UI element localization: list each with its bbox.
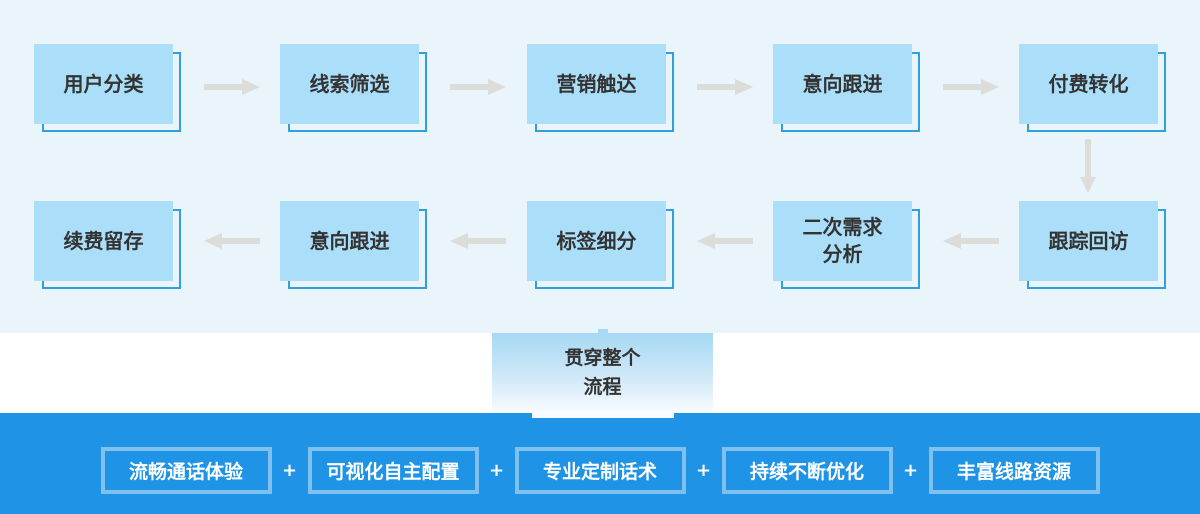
plus-separator: + <box>281 460 298 481</box>
flow-box-label: 续费留存 <box>63 228 144 253</box>
flow-box-label: 线索筛选 <box>309 71 390 96</box>
flow-box-label: 意向跟进 <box>802 71 883 96</box>
flow-box-marketing-reach: 营销触达 <box>527 44 674 132</box>
flow-box-renewal-retention: 续费留存 <box>34 201 181 289</box>
arrow-right-icon <box>204 79 260 95</box>
center-banner-line2: 流程 <box>583 376 622 398</box>
feature-box-rich-line-resources: 丰富线路资源 <box>928 447 1100 494</box>
feature-bar: 流畅通话体验 + 可视化自主配置 + 专业定制话术 + 持续不断优化 + 丰富线… <box>0 413 1200 514</box>
center-banner: 贯穿整个 流程 <box>492 329 713 418</box>
flow-box-intent-follow-up: 意向跟进 <box>773 44 920 132</box>
feature-box-label: 专业定制话术 <box>542 461 657 483</box>
plus-separator: + <box>695 460 712 481</box>
feature-box-professional-custom-scripts: 专业定制话术 <box>514 447 686 494</box>
flow-box-label-line2: 分析 <box>822 242 863 266</box>
flow-box-label-line1: 二次需求 <box>802 215 883 239</box>
flow-box-tag-segmentation: 标签细分 <box>527 201 674 289</box>
feature-box-label: 可视化自主配置 <box>326 461 460 483</box>
arrow-right-icon <box>697 79 753 95</box>
flow-box-secondary-demand-analysis: 二次需求 分析 <box>773 201 920 289</box>
flow-box-label: 标签细分 <box>556 228 637 253</box>
flow-box-label: 付费转化 <box>1048 71 1129 96</box>
feature-box-visual-self-configuration: 可视化自主配置 <box>307 447 479 494</box>
flow-box-label: 意向跟进 <box>309 228 390 253</box>
arrow-down-icon <box>1080 139 1096 193</box>
flow-box-label: 用户分类 <box>63 71 144 96</box>
arrow-left-icon <box>450 233 506 249</box>
flow-box-label: 营销触达 <box>556 71 637 96</box>
flow-box-lead-screening: 线索筛选 <box>280 44 427 132</box>
feature-box-label: 持续不断优化 <box>749 461 864 483</box>
arrow-right-icon <box>943 79 999 95</box>
feature-box-continuous-optimization: 持续不断优化 <box>721 447 893 494</box>
feature-box-label: 丰富线路资源 <box>956 461 1071 483</box>
flow-box-label: 跟踪回访 <box>1048 228 1129 253</box>
feature-box-smooth-call-experience: 流畅通话体验 <box>100 447 272 494</box>
arrow-left-icon <box>204 233 260 249</box>
arrow-left-icon <box>697 233 753 249</box>
arrow-left-icon <box>943 233 999 249</box>
flow-box-paid-conversion: 付费转化 <box>1019 44 1166 132</box>
flow-section: 用户分类 线索筛选 营销触达 意向跟进 付费转化 <box>0 0 1200 333</box>
plus-separator: + <box>902 460 919 481</box>
flow-box-intent-follow-up-2: 意向跟进 <box>280 201 427 289</box>
center-banner-line1: 贯穿整个 <box>564 347 641 369</box>
feature-box-label: 流畅通话体验 <box>128 461 243 483</box>
plus-separator: + <box>488 460 505 481</box>
flow-box-tracking-revisit: 跟踪回访 <box>1019 201 1166 289</box>
arrow-right-icon <box>450 79 506 95</box>
flow-box-user-classification: 用户分类 <box>34 44 181 132</box>
